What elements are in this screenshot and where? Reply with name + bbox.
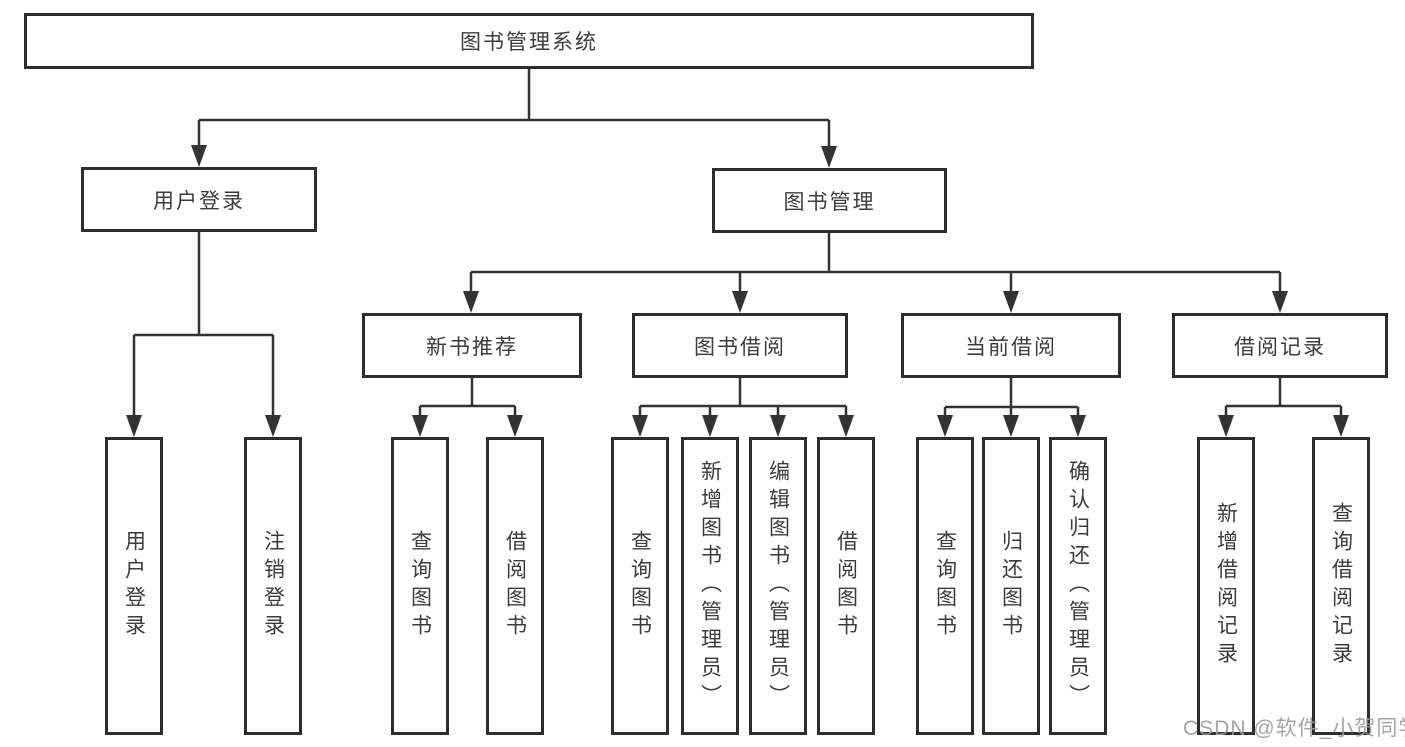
node-new-book-recommend-label: 新书推荐: [426, 335, 518, 359]
arrow-down-icon: [507, 415, 523, 437]
leaf-borrow-books-1-label: 借阅图书: [503, 530, 527, 642]
arrow-down-icon: [191, 145, 207, 167]
leaf-query-books-3-label: 查询图书: [933, 530, 957, 642]
leaf-confirm-return-admin-label: 确认归还（管理员）: [1066, 460, 1090, 712]
node-user-login-label: 用户登录: [153, 189, 245, 213]
arrow-down-icon: [821, 146, 837, 168]
leaf-logout-label: 注销登录: [261, 530, 285, 642]
node-borrow-records-label: 借阅记录: [1234, 335, 1326, 359]
arrow-down-icon: [126, 415, 142, 437]
node-root: 图书管理系统: [24, 13, 1034, 69]
leaf-edit-books-admin: 编辑图书（管理员）: [749, 437, 807, 735]
node-root-label: 图书管理系统: [460, 31, 598, 54]
node-book-management-label: 图书管理: [783, 190, 876, 214]
leaf-add-borrow-record: 新增借阅记录: [1197, 437, 1255, 735]
leaf-add-borrow-record-label: 新增借阅记录: [1214, 502, 1238, 670]
arrow-down-icon: [937, 415, 953, 437]
arrow-down-icon: [702, 415, 718, 437]
arrow-down-icon: [265, 415, 281, 437]
csdn-watermark: CSDN @软件_小贺同学: [1183, 717, 1405, 740]
arrow-down-icon: [1003, 291, 1019, 313]
leaf-query-books-1-label: 查询图书: [408, 530, 432, 642]
leaf-borrow-books-2-label: 借阅图书: [834, 530, 858, 642]
arrow-down-icon: [412, 415, 428, 437]
leaf-return-books: 归还图书: [982, 437, 1040, 735]
node-book-management: 图书管理: [712, 168, 947, 233]
leaf-add-books-admin: 新增图书（管理员）: [681, 437, 739, 735]
node-book-borrow: 图书借阅: [632, 313, 848, 378]
leaf-query-books-1: 查询图书: [391, 437, 449, 735]
arrow-down-icon: [770, 415, 786, 437]
leaf-user-login-label: 用户登录: [122, 530, 146, 642]
node-user-login: 用户登录: [81, 167, 317, 232]
leaf-confirm-return-admin: 确认归还（管理员）: [1049, 437, 1107, 735]
leaf-query-borrow-record-label: 查询借阅记录: [1329, 502, 1353, 670]
node-new-book-recommend: 新书推荐: [362, 313, 582, 378]
node-book-borrow-label: 图书借阅: [694, 335, 786, 359]
leaf-query-books-3: 查询图书: [916, 437, 974, 735]
arrow-down-icon: [1218, 415, 1234, 437]
arrow-down-icon: [1070, 415, 1086, 437]
leaf-borrow-books-1: 借阅图书: [486, 437, 544, 735]
arrow-down-icon: [1333, 415, 1349, 437]
arrow-down-icon: [463, 291, 479, 313]
arrow-down-icon: [838, 415, 854, 437]
connector-lines: [132, 69, 1343, 420]
leaf-query-books-2: 查询图书: [611, 437, 669, 735]
node-current-borrow: 当前借阅: [901, 313, 1121, 378]
node-borrow-records: 借阅记录: [1172, 313, 1388, 378]
arrow-down-icon: [1272, 291, 1288, 313]
arrowheads: [126, 145, 1349, 437]
leaf-add-books-admin-label: 新增图书（管理员）: [698, 460, 722, 712]
arrow-down-icon: [732, 291, 748, 313]
leaf-return-books-label: 归还图书: [999, 530, 1023, 642]
leaf-logout: 注销登录: [244, 437, 302, 735]
arrow-down-icon: [1003, 415, 1019, 437]
leaf-query-borrow-record: 查询借阅记录: [1312, 437, 1370, 735]
node-current-borrow-label: 当前借阅: [965, 335, 1057, 359]
leaf-edit-books-admin-label: 编辑图书（管理员）: [766, 460, 790, 712]
leaf-borrow-books-2: 借阅图书: [817, 437, 875, 735]
leaf-query-books-2-label: 查询图书: [628, 530, 652, 642]
leaf-user-login: 用户登录: [105, 437, 163, 735]
arrow-down-icon: [632, 415, 648, 437]
